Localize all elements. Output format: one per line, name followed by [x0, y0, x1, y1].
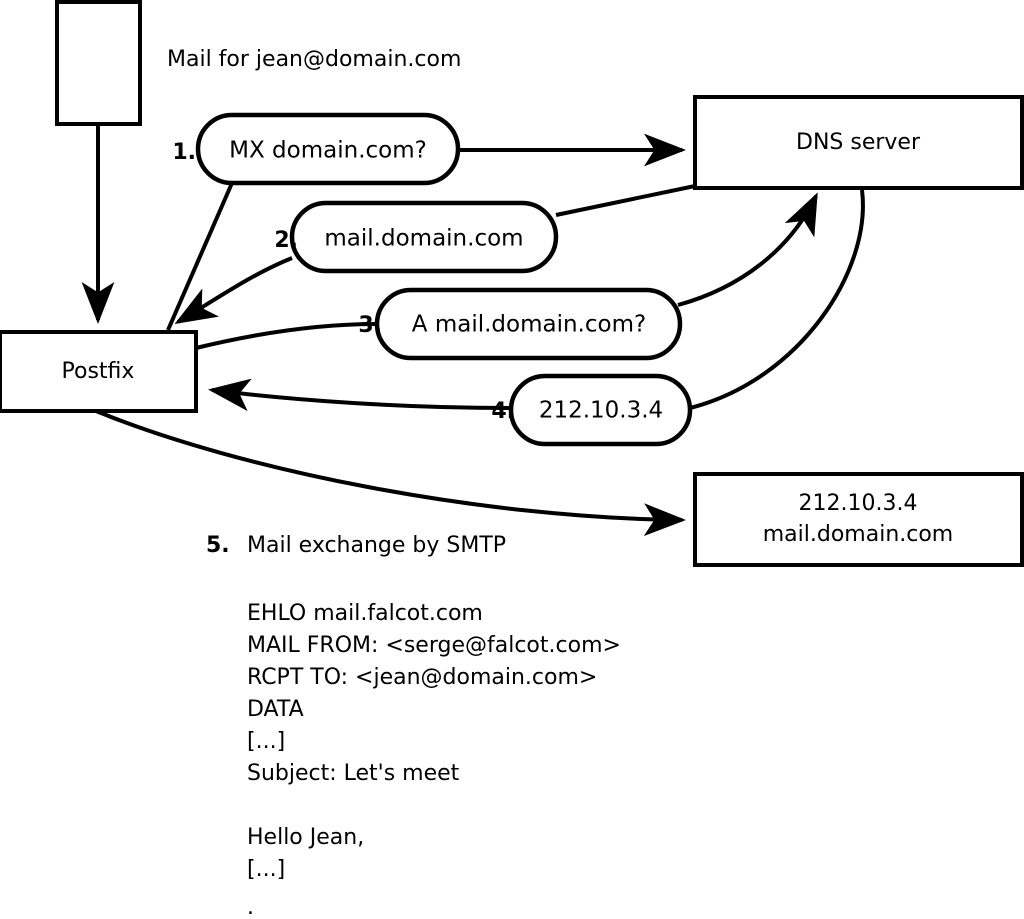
transcript-line: Subject: Let's meet [247, 761, 460, 786]
edge-dns-to-step2 [555, 184, 696, 217]
transcript-line: DATA [247, 697, 304, 722]
node-dns-server-label: DNS server [796, 130, 921, 155]
bubble-step-1-label: MX domain.com? [229, 138, 427, 164]
bubble-step-1 [195, 112, 461, 186]
step-number-5: 5. [206, 533, 230, 558]
mail-for-note: Mail for jean@domain.com [167, 47, 461, 72]
transcript-line: . [247, 895, 254, 919]
edge-postfix-to-step3 [195, 322, 378, 350]
edge-dns-to-step4 [689, 189, 865, 410]
node-dns-server-box [693, 95, 1024, 190]
step-number-4: 4. [491, 399, 515, 424]
edge-step3-to-dns [677, 192, 818, 307]
bubble-step-4 [508, 373, 693, 447]
step-number-1: 1. [172, 140, 196, 165]
step-number-3: 3. [358, 313, 382, 338]
bubble-step-3 [374, 287, 683, 361]
transcript-line: [...] [247, 857, 285, 882]
node-mail-server-box [693, 472, 1024, 567]
node-postfix-label: Postfix [62, 359, 135, 384]
transcript-line: RCPT TO: <jean@domain.com> [247, 665, 597, 690]
transcript-line: MAIL FROM: <serge@falcot.com> [247, 633, 621, 658]
step-5-label: Mail exchange by SMTP [247, 533, 506, 558]
node-mail-server-hostname: mail.domain.com [763, 522, 954, 547]
node-mail-server-ip: 212.10.3.4 [799, 491, 918, 516]
bubble-step-2 [289, 200, 559, 274]
transcript-line: EHLO mail.falcot.com [247, 601, 483, 626]
step-number-2: 2. [274, 228, 298, 253]
transcript-line: Hello Jean, [247, 825, 364, 850]
transcript-line: [...] [247, 729, 285, 754]
edge-postfix-to-mailserver [95, 409, 686, 537]
bubble-step-4-label: 212.10.3.4 [539, 398, 663, 424]
bubble-step-2-label: mail.domain.com [324, 226, 523, 252]
node-client-box [55, 0, 142, 126]
edge-step4-to-postfix [208, 378, 512, 412]
edge-step2-to-postfix [174, 256, 293, 325]
node-postfix-box [0, 330, 198, 413]
bubble-step-3-label: A mail.domain.com? [412, 312, 646, 338]
